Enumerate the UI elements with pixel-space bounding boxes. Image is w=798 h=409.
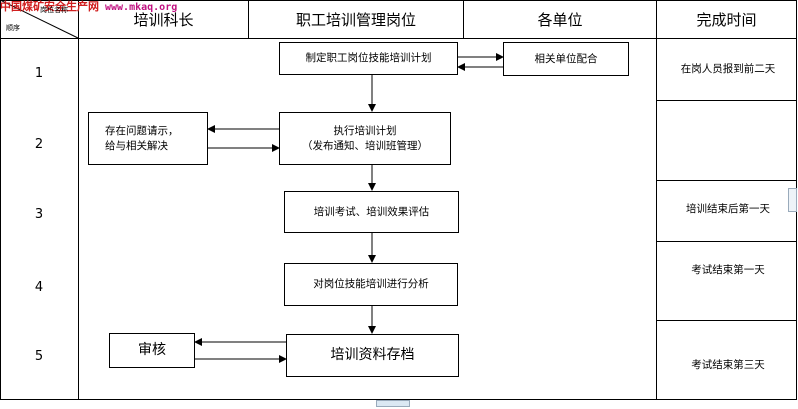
node-post-skill-analysis: 对岗位技能培训进行分析 (284, 263, 458, 306)
watermark-site: 中国煤矿安全生产网 (0, 0, 99, 13)
watermark: 中国煤矿安全生产网 www.mkaq.org (0, 0, 177, 14)
header-corner-bottom: 顺序 (6, 24, 20, 32)
time-row-divider-2 (656, 180, 797, 181)
header-divider (0, 38, 797, 39)
node-issue-line2: 给与相关解决 (105, 139, 168, 152)
completion-time-3: 培训结束后第一天 (686, 203, 770, 215)
node-make-training-plan: 制定职工岗位技能培训计划 (279, 42, 458, 75)
header-col-completion-time: 完成时间 (696, 10, 757, 29)
row-number-2: 2 (34, 137, 44, 152)
completion-time-5: 考试结束第三天 (691, 359, 765, 371)
corner-diagonal (0, 0, 79, 39)
node-issue-line1: 存在问题请示， (105, 124, 179, 137)
col-divider-3 (463, 0, 464, 39)
node-related-units-cooperate-label: 相关单位配合 (534, 52, 598, 65)
table-border-bottom (0, 399, 797, 400)
node-review-label: 审核 (138, 342, 166, 358)
header-corner-top: 岗位名称 (40, 6, 68, 14)
header-col-training-post: 职工培训管理岗位 (295, 10, 416, 29)
row-number-1: 1 (34, 66, 44, 81)
node-related-units-cooperate: 相关单位配合 (503, 42, 629, 76)
node-review: 审核 (109, 333, 195, 368)
col-divider-2 (248, 0, 249, 39)
node-execute-training-plan: 执行培训计划 （发布通知、培训班管理） (279, 112, 451, 165)
header-col-units: 各单位 (537, 10, 583, 29)
completion-time-1: 在岗人员报到前二天 (680, 63, 776, 75)
node-post-skill-analysis-label: 对岗位技能培训进行分析 (313, 278, 429, 290)
node-make-training-plan-label: 制定职工岗位技能培训计划 (305, 52, 432, 64)
table-border-left (0, 0, 1, 400)
row-number-3: 3 (34, 207, 44, 222)
completion-time-4: 考试结束第一天 (691, 264, 765, 276)
node-exam-evaluation-label: 培训考试、培训效果评估 (313, 205, 430, 218)
node-archive-training-data-label: 培训资料存档 (330, 347, 415, 363)
resize-handle-right[interactable] (788, 188, 797, 212)
node-archive-training-data: 培训资料存档 (286, 334, 459, 377)
header-col-section-chief: 培训科长 (133, 10, 194, 29)
node-execute-line2: （发布通知、培训班管理） (302, 139, 428, 152)
node-execute-line1: 执行培训计划 (333, 124, 397, 137)
row-number-4: 4 (34, 280, 44, 295)
col-divider-1 (78, 0, 79, 400)
table-border-top (0, 0, 797, 1)
time-row-divider-1 (656, 100, 797, 101)
col-divider-4 (656, 0, 657, 400)
node-issue-request: 存在问题请示， 给与相关解决 (88, 112, 208, 165)
watermark-url: www.mkaq.org (105, 2, 178, 13)
time-row-divider-4 (656, 320, 797, 321)
time-row-divider-3 (656, 241, 797, 242)
row-number-5: 5 (34, 349, 44, 364)
node-exam-evaluation: 培训考试、培训效果评估 (284, 191, 459, 233)
resize-handle-bottom[interactable] (376, 400, 410, 407)
